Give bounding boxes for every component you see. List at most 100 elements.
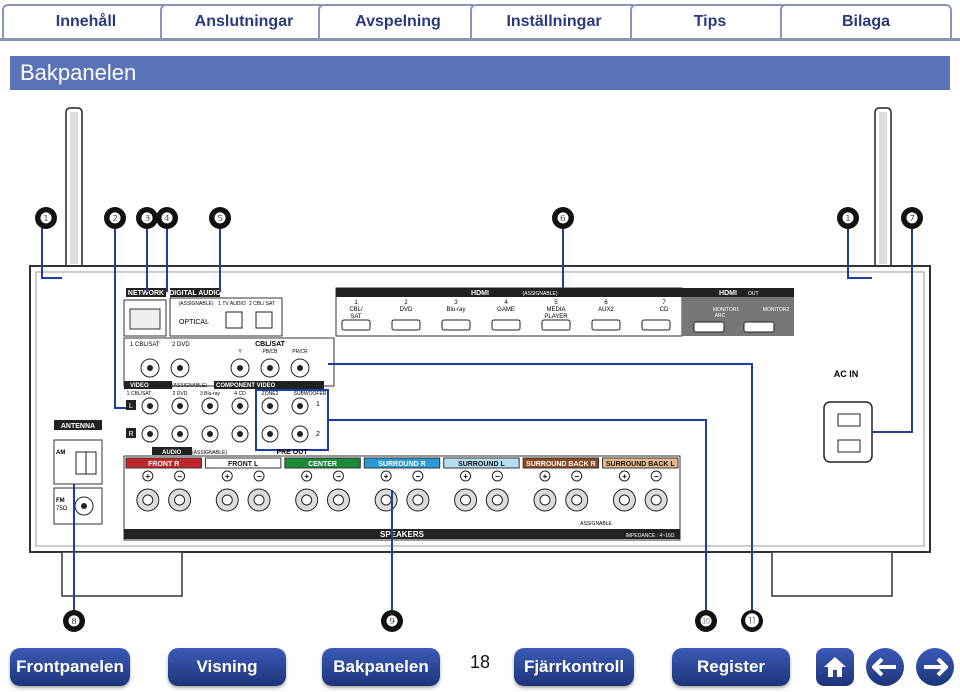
- fm-label: FM: [56, 498, 65, 504]
- ac-inlet[interactable]: [823, 401, 873, 463]
- am-label: AM: [56, 450, 65, 456]
- optical-assignable-label: (ASSIGNABLE): [178, 301, 213, 307]
- hdmi-out-label: HDMI: [719, 290, 737, 297]
- hdmi-input-5-label: MEDIA: [546, 307, 565, 313]
- video-assignable-label: (ASSIGNABLE): [172, 383, 207, 389]
- tab-avspelning[interactable]: Avspelning: [318, 4, 478, 38]
- hdmi-input-5-label: 5: [554, 300, 558, 306]
- callout-6: ❻: [552, 207, 574, 229]
- nav-bakpanelen-button[interactable]: Bakpanelen: [322, 648, 440, 686]
- channel-l-label: L: [129, 403, 133, 410]
- subwoofer-label: SUBWOOFER: [294, 391, 327, 397]
- speaker-group-label: SURROUND L: [458, 461, 505, 468]
- hdmi-input-2-label: 2: [404, 300, 408, 306]
- hdmi-inputs: 1CBL/SAT2DVD3Blu-ray4GAME5MEDIAPLAYER6AU…: [341, 300, 671, 331]
- callout-2: ❷: [104, 207, 126, 229]
- speaker-group-header: [363, 457, 441, 469]
- hdmi-input-1-label: SAT: [350, 314, 362, 320]
- svg-text:+: +: [622, 472, 627, 481]
- hdmi-input-2-label: DVD: [400, 307, 413, 313]
- hdmi-input-6-port[interactable]: [591, 319, 621, 331]
- antenna-left: [61, 107, 87, 291]
- callout-3: ❸: [136, 207, 158, 229]
- callout-5: ❺: [209, 207, 231, 229]
- rear-panel-diagram: NETWORK DIGITAL AUDIO (ASSIGNABLE) OPTIC…: [29, 107, 931, 622]
- optical-port-1[interactable]: [225, 311, 243, 329]
- speaker-group-header: [602, 457, 679, 469]
- callout-1: ❶: [35, 207, 57, 229]
- tab-tips[interactable]: Tips: [630, 4, 790, 38]
- callout-1-right: ❶: [837, 207, 859, 229]
- hdmi-input-4-label: GAME: [497, 307, 515, 313]
- hdmi-monitor1-port[interactable]: [693, 321, 725, 333]
- channel-r-label: R: [128, 431, 133, 438]
- speaker-group-label: SURROUND R: [378, 461, 425, 468]
- back-icon[interactable]: [866, 648, 904, 686]
- svg-text:−: −: [257, 472, 262, 481]
- callout-10: ❿: [695, 610, 717, 632]
- hdmi-input-7-port[interactable]: [641, 319, 671, 331]
- hdmi-input-4-port[interactable]: [491, 319, 521, 331]
- forward-icon[interactable]: [916, 648, 954, 686]
- optical-port-1-label: 1 TV AUDIO: [218, 301, 246, 307]
- hdmi-monitor2-port[interactable]: [743, 321, 775, 333]
- tab-underline: [0, 38, 960, 41]
- foot-left: [61, 551, 183, 597]
- svg-text:−: −: [177, 472, 182, 481]
- nav-visning-button[interactable]: Visning: [168, 648, 286, 686]
- component-y-label: Y: [238, 349, 242, 355]
- tab-installningar[interactable]: Inställningar: [470, 4, 638, 38]
- hdmi-input-3-label: Blu-ray: [446, 307, 465, 313]
- callout-11: ⓫: [741, 610, 763, 632]
- speaker-group-label: SURROUND BACK R: [526, 461, 596, 468]
- hdmi-input-1-port[interactable]: [341, 319, 371, 331]
- tab-bilaga[interactable]: Bilaga: [780, 4, 952, 38]
- video-jacks: [140, 358, 310, 378]
- svg-text:−: −: [336, 472, 341, 481]
- speaker-group-header: [443, 457, 520, 469]
- audio-label: AUDIO: [162, 450, 182, 456]
- component-pb-label: PB/CB: [262, 349, 278, 355]
- speaker-group-label: CENTER: [308, 461, 337, 468]
- hdmi-assignable-label: (ASSIGNABLE): [522, 291, 557, 297]
- callout-lines: [41, 228, 913, 622]
- zone2-label: ZONE2: [262, 391, 279, 397]
- callout-9: ❾: [381, 610, 403, 632]
- home-icon[interactable]: [816, 648, 854, 686]
- lan-port[interactable]: [129, 308, 161, 330]
- audio-input-2-label: 2 DVD: [173, 391, 188, 397]
- speaker-group-header: [522, 457, 600, 469]
- nav-register-button[interactable]: Register: [672, 648, 790, 686]
- hdmi-in-label: HDMI: [471, 290, 489, 297]
- svg-text:−: −: [654, 472, 659, 481]
- arc-label: ARC: [715, 313, 726, 319]
- nav-frontpanelen-button[interactable]: Frontpanelen: [10, 648, 130, 686]
- speaker-group-header: [284, 457, 361, 469]
- optical-port-2[interactable]: [255, 311, 273, 329]
- speaker-group-header: [125, 457, 202, 469]
- video-label: VIDEO: [130, 383, 149, 389]
- component-cblsat-label: CBL/SAT: [255, 341, 286, 348]
- hdmi-input-5-port[interactable]: [541, 319, 571, 331]
- component-pr-label: PR/CR: [292, 349, 308, 355]
- pre-out-label: PRE OUT: [276, 449, 308, 456]
- tab-bar: Innehåll Anslutningar Avspelning Inställ…: [0, 0, 960, 41]
- optical-port-2-label: 2 CBL/ SAT: [249, 301, 275, 307]
- foot-right: [771, 551, 893, 597]
- hdmi-input-6-label: AUX2: [598, 307, 614, 313]
- callout-7: ❼: [901, 207, 923, 229]
- speaker-assignable-label: ASSIGNABLE: [580, 521, 612, 527]
- hdmi-input-3-label: 3: [454, 300, 458, 306]
- optical-label: OPTICAL: [179, 319, 209, 326]
- hdmi-input-2-port[interactable]: [391, 319, 421, 331]
- video-input-1-label: 1 CBL/SAT: [130, 342, 160, 348]
- hdmi-input-3-port[interactable]: [441, 319, 471, 331]
- tab-innehall[interactable]: Innehåll: [2, 4, 170, 38]
- speaker-group-label: FRONT R: [148, 461, 179, 468]
- tab-anslutningar[interactable]: Anslutningar: [160, 4, 328, 38]
- nav-fjarrkontroll-button[interactable]: Fjärrkontroll: [514, 648, 634, 686]
- hdmi-input-6-label: 6: [604, 300, 608, 306]
- hdmi-input-4-label: 4: [504, 300, 508, 306]
- hdmi-input-1-label: CBL/: [349, 307, 363, 313]
- audio-input-3-label: 3 Blu-ray: [200, 391, 221, 397]
